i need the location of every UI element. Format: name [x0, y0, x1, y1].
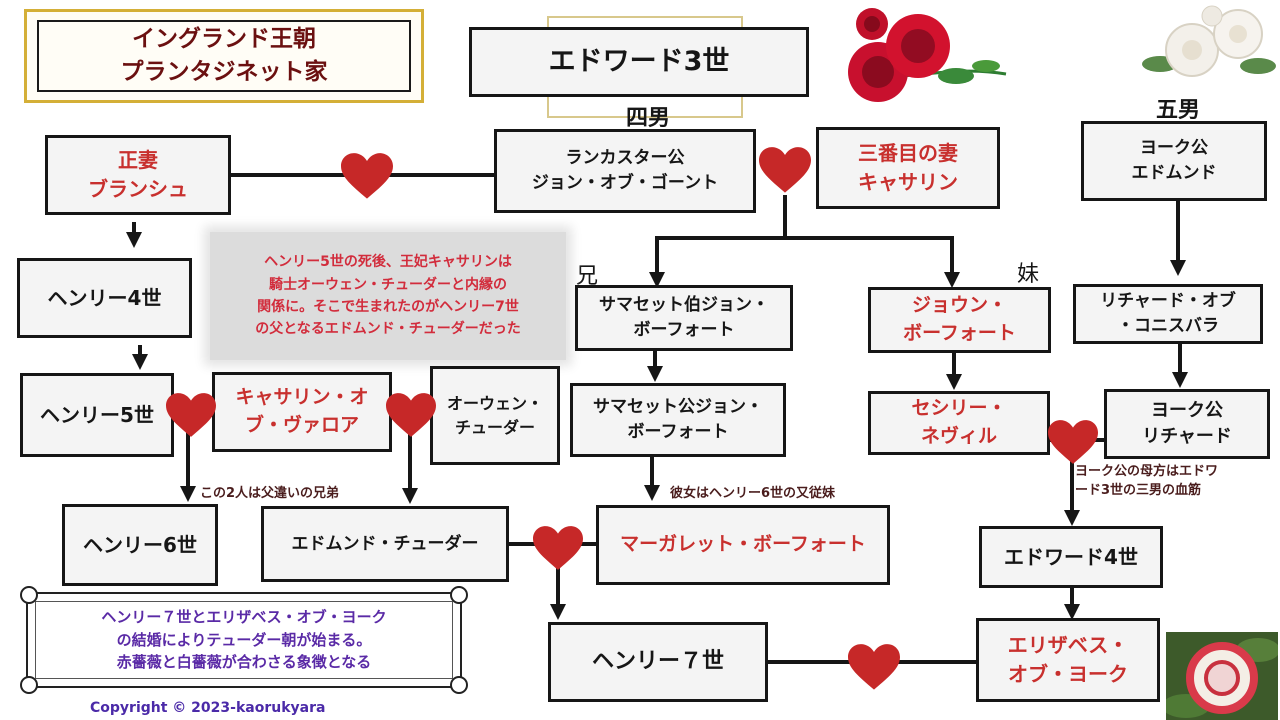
- heart-icon: [386, 393, 436, 437]
- person-margaret-beaufort-name: マーガレット・ボーフォート: [620, 533, 866, 556]
- person-elizabeth-of-york: エリザベス・ オブ・ヨーク: [976, 618, 1160, 702]
- catherine-tudor-callout: ヘンリー5世の死後、王妃キャサリンは 騎士オーウェン・チューダーと内縁の 関係に…: [210, 232, 566, 360]
- person-somerset-earl-name: ボーフォート: [633, 320, 735, 340]
- copyright-text: Copyright © 2023-kaorukyara: [90, 700, 326, 716]
- person-somerset-earl: サマセット伯ジョン・ ボーフォート: [575, 285, 793, 351]
- person-york-richard-name: リチャード: [1142, 426, 1232, 447]
- person-somerset-earl-title: サマセット伯ジョン・: [599, 295, 769, 316]
- person-blanche-title: 正妻: [118, 148, 158, 172]
- label-fifth-son: 五男: [1156, 98, 1201, 123]
- person-katherine: 三番目の妻 キャサリン: [816, 127, 1000, 209]
- dynasty-title: イングランド王朝 プランタジネット家: [37, 20, 411, 92]
- person-owen-tudor-name-2: チューダー: [454, 417, 535, 437]
- person-blanche-name: ブランシュ: [88, 177, 188, 201]
- person-somerset-duke-title: サマセット公ジョン・: [593, 397, 763, 418]
- person-cecily-neville-name-2: ネヴィル: [920, 425, 997, 447]
- tudor-dynasty-note: ヘンリー７世とエリザベス・オブ・ヨーク の結婚によりテューダー朝が始まる。 赤薔…: [20, 586, 468, 694]
- person-elizabeth-of-york-name-1: エリザベス・: [1007, 633, 1129, 657]
- callout-line-4: の父となるエドムンド・チューダーだった: [255, 321, 521, 338]
- person-catherine-of-valois: キャサリン・オ ブ・ヴァロア: [212, 372, 392, 452]
- person-edmund-tudor-name: エドムンド・チューダー: [291, 533, 479, 554]
- note-york-mother: ヨーク公の母方はエドワ ード3世の三男の血筋: [1075, 463, 1219, 501]
- callout-line-2: 騎士オーウェン・チューダーと内縁の: [269, 276, 507, 293]
- tudor-note-line-2: の結婚によりテューダー朝が始まる。: [116, 630, 372, 649]
- person-john-of-gaunt: ランカスター公 ジョン・オブ・ゴーント: [494, 129, 756, 213]
- person-catherine-of-valois-name-1: キャサリン・オ: [235, 386, 369, 409]
- person-henry7: ヘンリー７世: [548, 622, 768, 702]
- person-joan-beaufort-name-1: ジョウン・: [911, 294, 1007, 317]
- person-edward4-name: エドワード4世: [1004, 544, 1138, 569]
- person-margaret-beaufort: マーガレット・ボーフォート: [596, 505, 890, 585]
- note-half-brothers: この2人は父違いの兄弟: [200, 485, 340, 504]
- person-henry6: ヘンリー6世: [62, 504, 218, 586]
- person-york-edmund-name: エドムンド: [1131, 163, 1217, 183]
- person-katherine-title: 三番目の妻: [858, 141, 958, 165]
- heart-icon: [759, 147, 811, 193]
- ornament-corner-icon: [450, 676, 468, 694]
- note-york-mother-line-2: ード3世の三男の血筋: [1075, 482, 1202, 498]
- person-henry4: ヘンリー4世: [17, 258, 192, 338]
- person-katherine-name: キャサリン: [858, 170, 958, 194]
- person-elizabeth-of-york-name-2: オブ・ヨーク: [1008, 662, 1128, 686]
- person-blanche: 正妻 ブランシュ: [45, 135, 231, 215]
- heart-icon: [341, 153, 393, 199]
- title-line-2: プランタジネット家: [120, 59, 328, 85]
- callout-line-1: ヘンリー5世の死後、王妃キャサリンは: [264, 254, 512, 271]
- person-edward3: エドワード3世: [469, 27, 809, 97]
- person-cecily-neville-name-1: セシリー・: [911, 397, 1007, 420]
- person-richard-of-conisburgh-name-2: ・コニスバラ: [1117, 316, 1219, 336]
- person-cecily-neville: セシリー・ ネヴィル: [868, 391, 1050, 455]
- person-owen-tudor-name-1: オーウェン・: [446, 394, 543, 414]
- title-line-1: イングランド王朝: [132, 25, 316, 52]
- label-fourth-son: 四男: [626, 106, 671, 131]
- person-henry5-name: ヘンリー5世: [40, 402, 154, 427]
- white-roses-image: [1142, 5, 1276, 77]
- heart-icon: [1048, 420, 1098, 464]
- person-york-richard-title: ヨーク公: [1151, 399, 1223, 421]
- title-frame: イングランド王朝 プランタジネット家: [24, 9, 424, 103]
- person-catherine-of-valois-name-2: ブ・ヴァロア: [244, 414, 359, 436]
- person-joan-beaufort-name-2: ボーフォート: [903, 322, 1016, 344]
- bicolor-rose-image: [1166, 632, 1278, 720]
- person-edward3-name: エドワード3世: [548, 46, 730, 78]
- red-roses-image: [848, 8, 1007, 102]
- person-somerset-duke-name: ボーフォート: [627, 422, 729, 442]
- person-york-richard: ヨーク公 リチャード: [1104, 389, 1270, 459]
- ornament-corner-icon: [20, 586, 38, 604]
- ornament-corner-icon: [20, 676, 38, 694]
- note-margaret-cousin: 彼女はヘンリー6世の又従妹: [670, 485, 836, 504]
- label-elder-brother: 兄: [576, 264, 599, 289]
- person-henry4-name: ヘンリー4世: [47, 285, 162, 310]
- heart-icon: [848, 644, 900, 690]
- person-henry6-name: ヘンリー6世: [83, 532, 197, 557]
- person-richard-of-conisburgh-name-1: リチャード・オブ: [1100, 291, 1236, 312]
- heart-icon: [533, 526, 583, 570]
- person-edmund-tudor: エドムンド・チューダー: [261, 506, 509, 582]
- person-owen-tudor: オーウェン・ チューダー: [430, 366, 560, 465]
- person-henry5: ヘンリー5世: [20, 373, 174, 457]
- tudor-note-line-3: 赤薔薇と白薔薇が合わさる象徴となる: [116, 653, 372, 672]
- person-richard-of-conisburgh: リチャード・オブ ・コニスバラ: [1073, 284, 1263, 344]
- person-john-of-gaunt-name: ジョン・オブ・ゴーント: [531, 173, 719, 193]
- person-york-edmund: ヨーク公 エドムンド: [1081, 121, 1267, 201]
- person-joan-beaufort: ジョウン・ ボーフォート: [868, 287, 1051, 353]
- person-somerset-duke: サマセット公ジョン・ ボーフォート: [570, 383, 786, 457]
- person-york-edmund-title: ヨーク公: [1140, 138, 1208, 159]
- tudor-note-line-1: ヘンリー７世とエリザベス・オブ・ヨーク: [101, 608, 387, 627]
- person-john-of-gaunt-title: ランカスター公: [565, 148, 685, 169]
- person-edward4: エドワード4世: [979, 526, 1163, 588]
- note-york-mother-line-1: ヨーク公の母方はエドワ: [1075, 464, 1219, 479]
- person-henry7-name: ヘンリー７世: [591, 649, 724, 675]
- ornament-corner-icon: [450, 586, 468, 604]
- callout-line-3: 関係に。そこで生まれたのがヘンリー7世: [257, 299, 519, 315]
- label-younger-sister: 妹: [1017, 262, 1040, 287]
- heart-icon: [166, 393, 216, 437]
